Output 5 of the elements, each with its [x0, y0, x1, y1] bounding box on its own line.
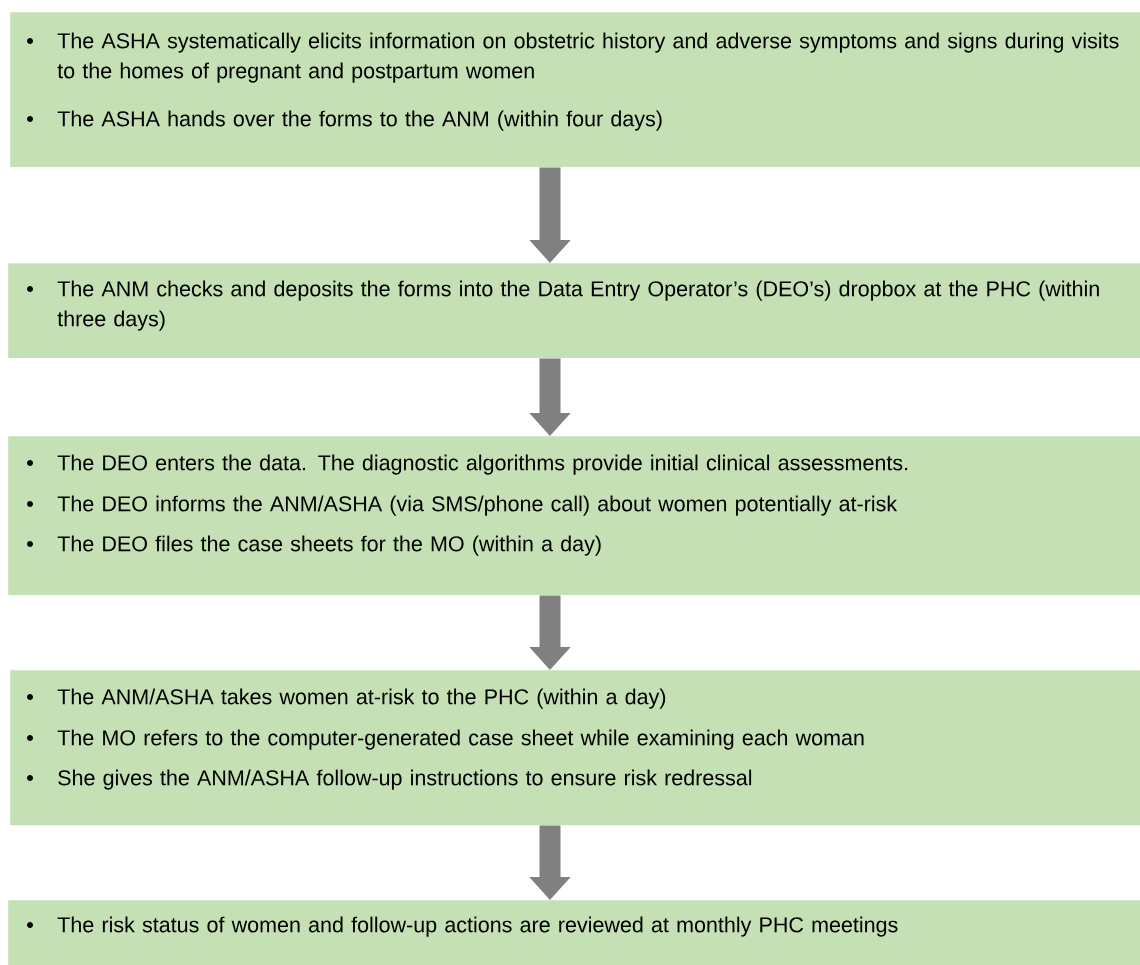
process-box: The ANM/ASHA takes women at-risk to the PHC (within a day) The MO refers to the computer-generated case sheet while examining each woman She gives the ANM/ASHA follow-up instructions to ensure risk redressal	[10, 670, 1140, 826]
process-box: The DEO enters the data. The diagnostic algorithms provide initial clinical assessments. The DEO informs the ANM/ASHA (via SMS/phone call) about women potentially at-risk The DEO files the case sheets for the MO (within a day)	[8, 436, 1140, 596]
process-box: The risk status of women and follow-up actions are reviewed at monthly PHC meetings	[8, 900, 1140, 965]
process-box: The ANM checks and deposits the forms into the Data Entry Operator’s (DEO’s) dropbox at the PHC (within three days)	[8, 263, 1140, 359]
process-box: The ASHA systematically elicits information on obstetric history and adverse symptoms and signs during visits to the homes of pregnant and postpartum women The ASHA hands over the forms to the ANM (within four days)	[10, 12, 1140, 168]
